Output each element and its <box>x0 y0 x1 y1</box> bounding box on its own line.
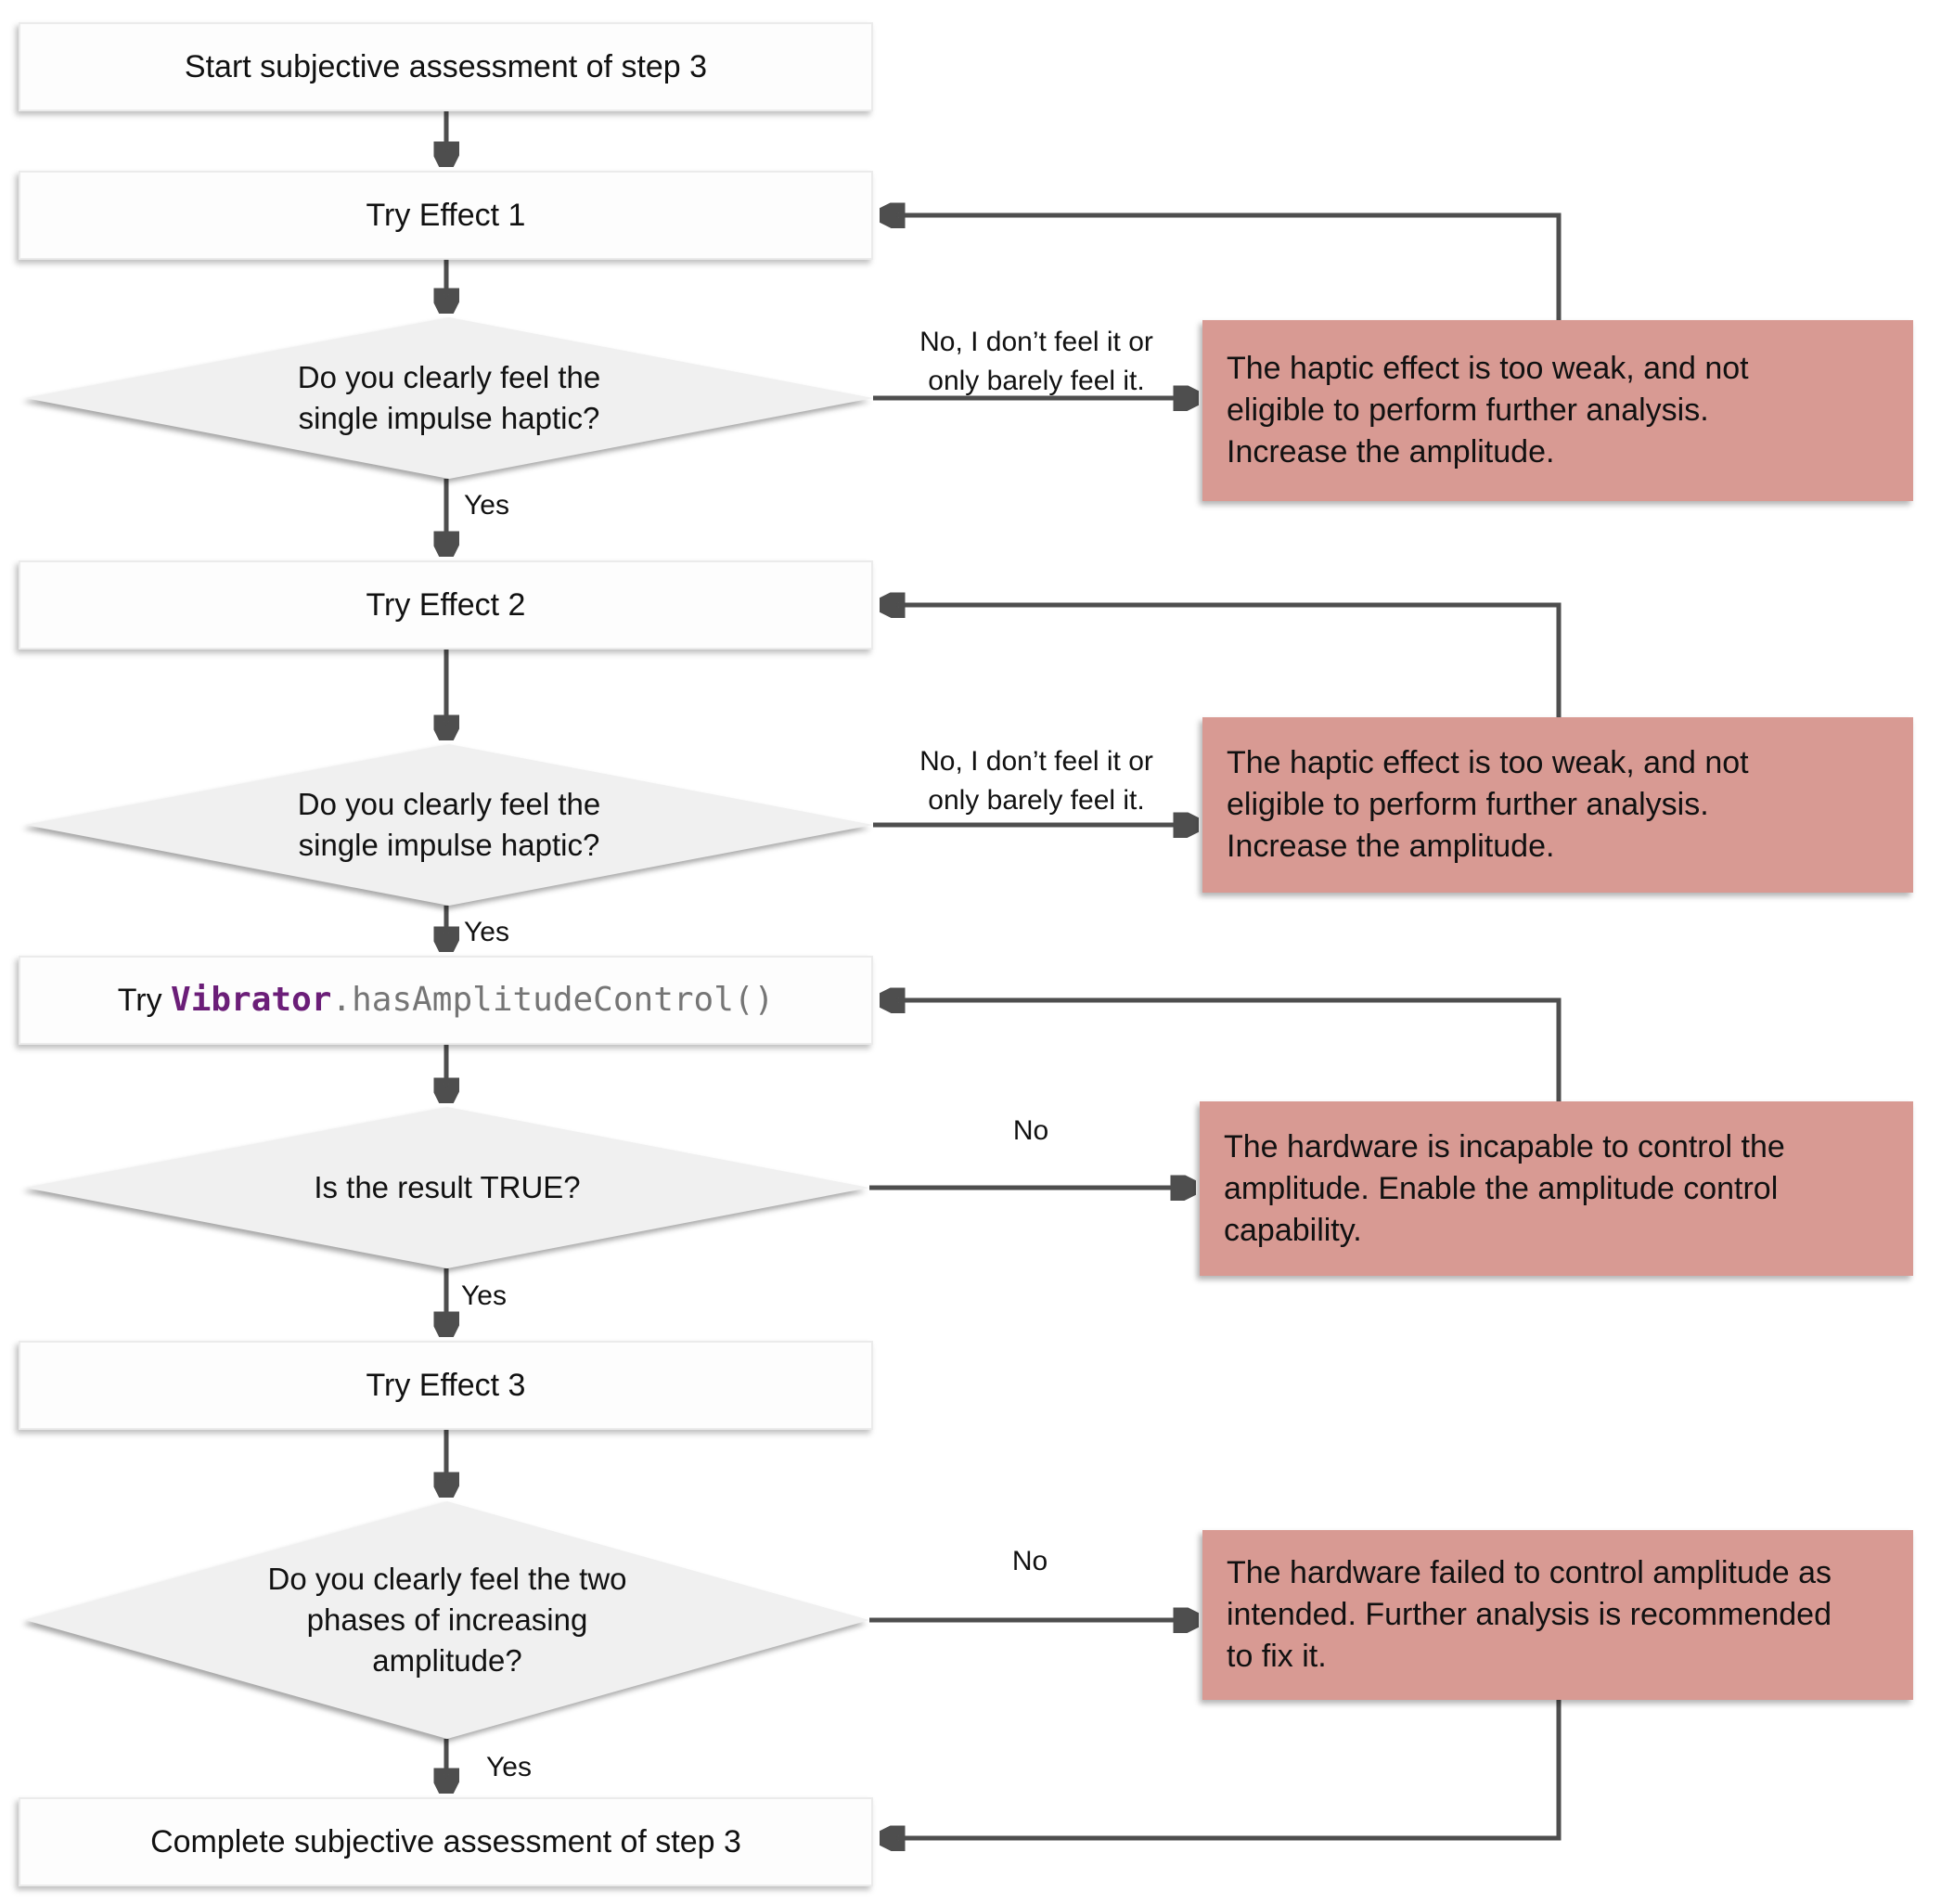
decision-1-diamond: Do you clearly feel the single impulse h… <box>25 317 873 479</box>
connector-warning-4-to-complete <box>883 1700 1562 1838</box>
decision-4-diamond: Do you clearly feel the two phases of in… <box>25 1501 869 1739</box>
edge-label-no-4: No <box>1011 1546 1048 1576</box>
try-effect-3-box: Try Effect 3 <box>19 1341 873 1430</box>
warning-box-3: The hardware is incapable to control the… <box>1200 1101 1913 1276</box>
edge-label-yes-4: Yes <box>486 1752 532 1782</box>
edge-label-no-feel-1: No, I don’t feel it or only barely feel … <box>919 327 1153 396</box>
warning-box-4: The hardware failed to control amplitude… <box>1202 1530 1913 1700</box>
complete-box: Complete subjective assessment of step 3 <box>19 1797 873 1886</box>
decision-4-question: Do you clearly feel the two phases of in… <box>267 1562 627 1678</box>
code-step-text: Try Vibrator.hasAmplitudeControl() <box>118 980 775 1021</box>
edge-label-no-feel-2: No, I don’t feel it or only barely feel … <box>919 746 1153 816</box>
start-label: Start subjective assessment of step 3 <box>184 49 708 84</box>
edge-label-yes-2: Yes <box>464 917 509 947</box>
edge-label-yes-3: Yes <box>461 1280 507 1311</box>
warning-2-text: The haptic effect is too weak, and not e… <box>1227 745 1749 864</box>
try-effect-1-box: Try Effect 1 <box>19 171 873 260</box>
decision-1-question: Do you clearly feel the single impulse h… <box>297 360 601 435</box>
loop-warning-3-to-code-box <box>883 1000 1562 1101</box>
edge-label-no-3: No <box>1012 1115 1049 1146</box>
try-effect-2-label: Try Effect 2 <box>366 587 526 623</box>
warning-box-1: The haptic effect is too weak, and not e… <box>1202 320 1913 501</box>
try-effect-3-label: Try Effect 3 <box>366 1368 526 1403</box>
decision-3-question: Is the result TRUE? <box>314 1170 581 1204</box>
decision-2-question: Do you clearly feel the single impulse h… <box>297 787 601 862</box>
code-step-class: Vibrator <box>171 981 332 1019</box>
try-effect-1-label: Try Effect 1 <box>366 198 526 233</box>
loop-warning-2-to-try-effect-2 <box>883 605 1562 717</box>
start-box: Start subjective assessment of step 3 <box>19 22 873 111</box>
decision-2-diamond: Do you clearly feel the single impulse h… <box>25 744 873 906</box>
complete-label: Complete subjective assessment of step 3 <box>150 1824 741 1859</box>
warning-4-text: The hardware failed to control amplitude… <box>1227 1555 1832 1674</box>
code-step-method: .hasAmplitudeControl() <box>331 981 775 1019</box>
try-effect-2-box: Try Effect 2 <box>19 560 873 650</box>
edge-label-yes-1: Yes <box>464 490 509 521</box>
code-step-prefix: Try <box>117 983 172 1018</box>
warning-1-text: The haptic effect is too weak, and not e… <box>1227 351 1749 470</box>
warning-box-2: The haptic effect is too weak, and not e… <box>1202 717 1913 893</box>
code-step-box: Try Vibrator.hasAmplitudeControl() <box>19 956 873 1045</box>
loop-warning-1-to-try-effect-1 <box>883 215 1562 320</box>
warning-3-text: The hardware is incapable to control the… <box>1224 1128 1785 1248</box>
decision-3-diamond: Is the result TRUE? <box>25 1107 869 1268</box>
